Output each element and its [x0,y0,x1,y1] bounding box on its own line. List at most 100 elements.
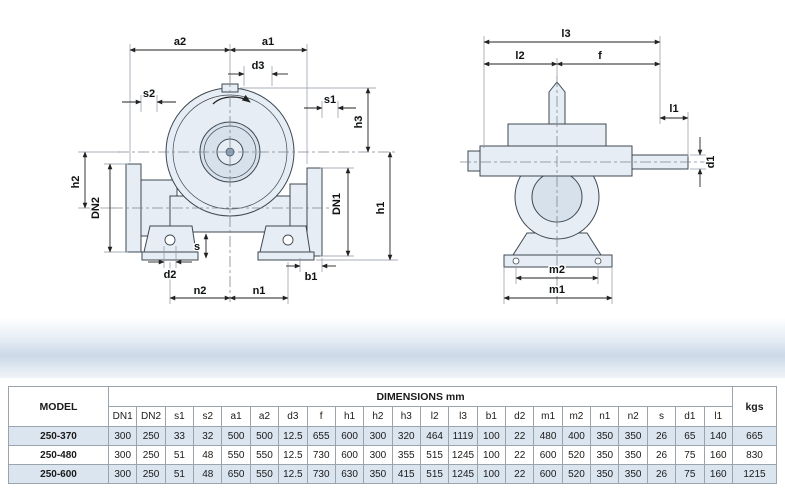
dim-cell-a1: 550 [221,445,251,465]
right-view-labels: l3 l2 f l1 d1 m2 m1 [514,27,719,298]
dim-cell-m1: 600 [533,445,563,465]
kgs-cell: 830 [732,445,777,465]
dim-label-a1: a1 [262,36,274,48]
col-header-l2: l2 [419,406,450,427]
col-header-a2: a2 [249,406,280,427]
dim-cell-a2: 550 [249,445,280,465]
col-header-m2: m2 [561,406,592,427]
dim-cell-DN2: 250 [136,464,166,484]
dim-cell-h1: 600 [334,445,365,465]
dim-cell-m2: 520 [561,445,592,465]
col-header-b1: b1 [476,406,507,427]
dim-cell-d2: 22 [505,464,535,484]
dim-label-m1: m1 [549,284,565,296]
technical-drawing-area: a2 a1 d3 s2 s1 h3 h2 DN2 DN1 h1 s d2 b1 … [0,0,785,378]
dim-cell-h1: 630 [334,464,365,484]
dim-label-dn1: DN1 [331,193,343,215]
dim-cell-s2: 48 [193,445,223,465]
col-header-d3: d3 [278,406,308,427]
dim-cell-m2: 400 [561,426,592,446]
col-header-l3: l3 [448,406,478,427]
dim-label-d3: d3 [252,60,265,72]
dim-cell-l1: 140 [703,426,734,446]
dim-cell-d1: 75 [675,464,705,484]
dim-label-a2: a2 [174,36,186,48]
dim-label-h2: h2 [70,176,82,189]
dim-label-b1: b1 [305,271,318,283]
dim-cell-DN2: 250 [136,426,166,446]
dim-cell-l3: 1119 [448,426,478,446]
dim-cell-l2: 464 [419,426,450,446]
dim-cell-h1: 600 [334,426,365,446]
dim-cell-n1: 350 [590,426,620,446]
dim-label-dn2: DN2 [90,197,102,219]
dim-cell-l3: 1245 [448,445,478,465]
dim-label-n2: n2 [194,285,207,297]
dim-cell-d1: 75 [675,445,705,465]
dim-cell-f: 730 [306,464,336,484]
dim-cell-n1: 350 [590,464,620,484]
model-header: MODEL [8,386,109,427]
dim-cell-l1: 160 [703,464,734,484]
dim-cell-DN2: 250 [136,445,166,465]
dim-cell-h2: 300 [363,426,393,446]
dim-cell-DN1: 300 [107,464,138,484]
dim-cell-s1: 51 [164,464,195,484]
dim-cell-d1: 65 [675,426,705,446]
dim-cell-s2: 32 [193,426,223,446]
dim-label-l2: l2 [515,50,524,62]
dim-label-d1: d1 [705,156,717,169]
dim-cell-DN1: 300 [107,445,138,465]
col-header-h2: h2 [363,406,393,427]
dim-label-s2: s2 [143,88,155,100]
kgs-cell: 1215 [732,464,777,484]
pump-end-view-parts [467,81,689,268]
col-header-l1: l1 [703,406,734,427]
dim-cell-l1: 160 [703,445,734,465]
left-view-labels: a2 a1 d3 s2 s1 h3 h2 DN2 DN1 h1 s d2 b1 … [69,35,389,299]
model-cell: 250-370 [8,426,109,446]
col-header-d2: d2 [505,406,535,427]
col-header-s2: s2 [193,406,223,427]
rotation-arrow-icon [212,94,251,105]
kgs-header: kgs [732,386,777,427]
dim-cell-m1: 480 [533,426,563,446]
dim-cell-s: 26 [646,426,677,446]
dim-cell-DN1: 300 [107,426,138,446]
dim-cell-a2: 500 [249,426,280,446]
right-view-dimension-lines [483,39,703,301]
model-cell: 250-600 [8,464,109,484]
col-header-n1: n1 [590,406,620,427]
right-view: l3 l2 f l1 d1 m2 m1 [460,27,719,304]
dim-cell-l2: 515 [419,464,450,484]
dim-label-l3: l3 [561,28,570,40]
dim-cell-n1: 350 [590,445,620,465]
dim-cell-l3: 1245 [448,464,478,484]
dim-label-l1: l1 [669,103,678,115]
col-header-n2: n2 [618,406,648,427]
dim-cell-s: 26 [646,464,677,484]
col-header-f: f [306,406,336,427]
col-header-m1: m1 [533,406,563,427]
col-header-DN1: DN1 [107,406,138,427]
dim-cell-d3: 12.5 [278,445,308,465]
dim-cell-n2: 350 [618,426,648,446]
dimensions-header: DIMENSIONS mm [108,386,733,407]
dim-cell-b1: 100 [476,464,507,484]
col-header-a1: a1 [221,406,251,427]
dim-cell-a2: 550 [249,464,280,484]
right-view-centerlines [460,76,712,304]
dim-cell-h3: 415 [391,464,421,484]
dim-cell-h2: 350 [363,464,393,484]
dim-label-m2: m2 [549,264,565,276]
right-view-extension-lines [483,36,706,304]
dim-label-d2: d2 [164,269,177,281]
col-header-d1: d1 [675,406,705,427]
dim-cell-b1: 100 [476,445,507,465]
dim-cell-h3: 320 [391,426,421,446]
